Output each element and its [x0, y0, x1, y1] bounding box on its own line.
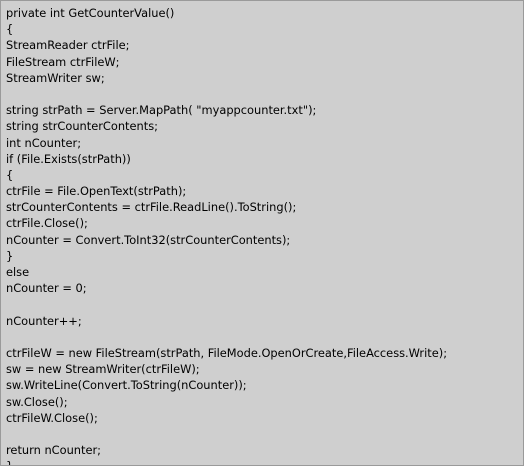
code-line: sw.WriteLine(Convert.ToString(nCounter))…	[6, 378, 247, 393]
code-line: nCounter = Convert.ToInt32(strCounterCon…	[6, 232, 291, 247]
code-line: ctrFileW.Close();	[6, 410, 98, 425]
code-line: }	[6, 248, 14, 263]
code-line: StreamReader ctrFile;	[6, 38, 130, 53]
code-line: StreamWriter sw;	[6, 70, 105, 85]
code-line: FileStream ctrFileW;	[6, 54, 120, 69]
code-line: nCounter = 0;	[6, 281, 87, 296]
code-line: {	[6, 167, 14, 182]
code-line: string strCounterContents;	[6, 119, 158, 134]
code-line: return nCounter;	[6, 443, 102, 458]
code-line	[6, 329, 523, 345]
code-line: if (File.Exists(strPath))	[6, 151, 131, 166]
code-line	[6, 296, 523, 312]
code-line: sw.Close();	[6, 394, 68, 409]
code-line: string strPath = Server.MapPath( "myappc…	[6, 103, 317, 118]
code-line: strCounterContents = ctrFile.ReadLine().…	[6, 200, 297, 215]
code-line	[6, 426, 523, 442]
code-line: }	[6, 458, 523, 465]
code-line	[6, 86, 523, 102]
code-line: ctrFile = File.OpenText(strPath);	[6, 184, 187, 199]
code-line: ctrFileW = new FileStream(strPath, FileM…	[6, 345, 448, 360]
code-line: {	[6, 22, 14, 37]
code-line: else	[6, 265, 30, 279]
code-line: private int GetCounterValue()	[6, 6, 175, 20]
code-line: ctrFile.Close();	[6, 216, 88, 231]
code-line: sw = new StreamWriter(ctrFileW);	[6, 362, 200, 377]
code-line: int nCounter;	[6, 135, 82, 150]
code-line: nCounter++;	[6, 313, 82, 328]
